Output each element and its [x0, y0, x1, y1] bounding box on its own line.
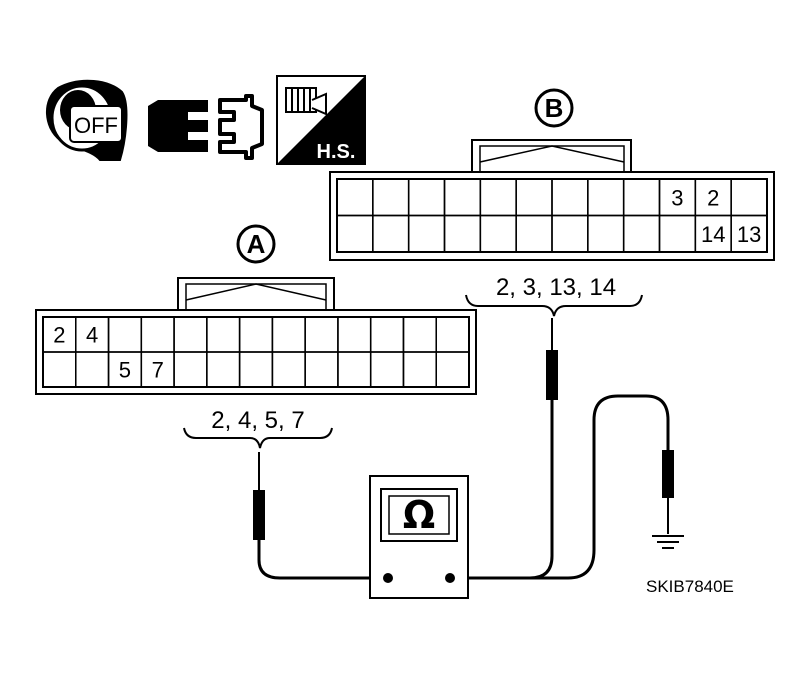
connector-a-label: A — [236, 224, 276, 264]
connector-a-pin-brace — [183, 427, 333, 449]
ground-probe — [662, 450, 674, 534]
connector-b-pin-number: 2 — [707, 185, 719, 210]
connector-a-pin-number: 2 — [53, 323, 65, 348]
figure-code: SKIB7840E — [646, 577, 734, 596]
ground-lead — [450, 394, 670, 580]
connector-b-pin-number: 14 — [701, 222, 725, 247]
meter-terminal-left — [383, 573, 393, 583]
harness-service-icon: H.S. — [276, 75, 366, 165]
ohm-symbol: Ω — [403, 493, 435, 537]
connector-b-label: B — [534, 88, 574, 128]
probe-b — [546, 318, 558, 400]
connector-disconnect-icon — [148, 94, 264, 160]
connector-b-pin-number: 3 — [671, 185, 683, 210]
connector-b-cavity — [730, 214, 768, 253]
connector-a-pin-number: 4 — [86, 323, 98, 348]
harness-service-label: H.S. — [317, 141, 356, 163]
ignition-off-label: OFF — [74, 113, 118, 138]
lead-a — [257, 540, 388, 580]
connector-b-test-pins: 2, 3, 13, 14 — [496, 274, 616, 301]
probe-a — [253, 452, 265, 540]
svg-text:B: B — [545, 93, 564, 123]
connector-b-pin-brace — [465, 294, 643, 317]
connector-a-cavity — [435, 351, 470, 388]
ohmmeter: Ω — [369, 475, 469, 599]
svg-text:A: A — [247, 229, 266, 259]
meter-terminal-right — [445, 573, 455, 583]
connector-a-pin-number: 5 — [119, 358, 131, 383]
connector-a-test-pins: 2, 4, 5, 7 — [211, 407, 304, 434]
ground-icon — [652, 535, 684, 549]
ignition-key-off-icon: OFF — [45, 79, 128, 161]
connector-a-pin-number: 7 — [152, 358, 164, 383]
connector-b-pin-number: 13 — [737, 222, 761, 247]
